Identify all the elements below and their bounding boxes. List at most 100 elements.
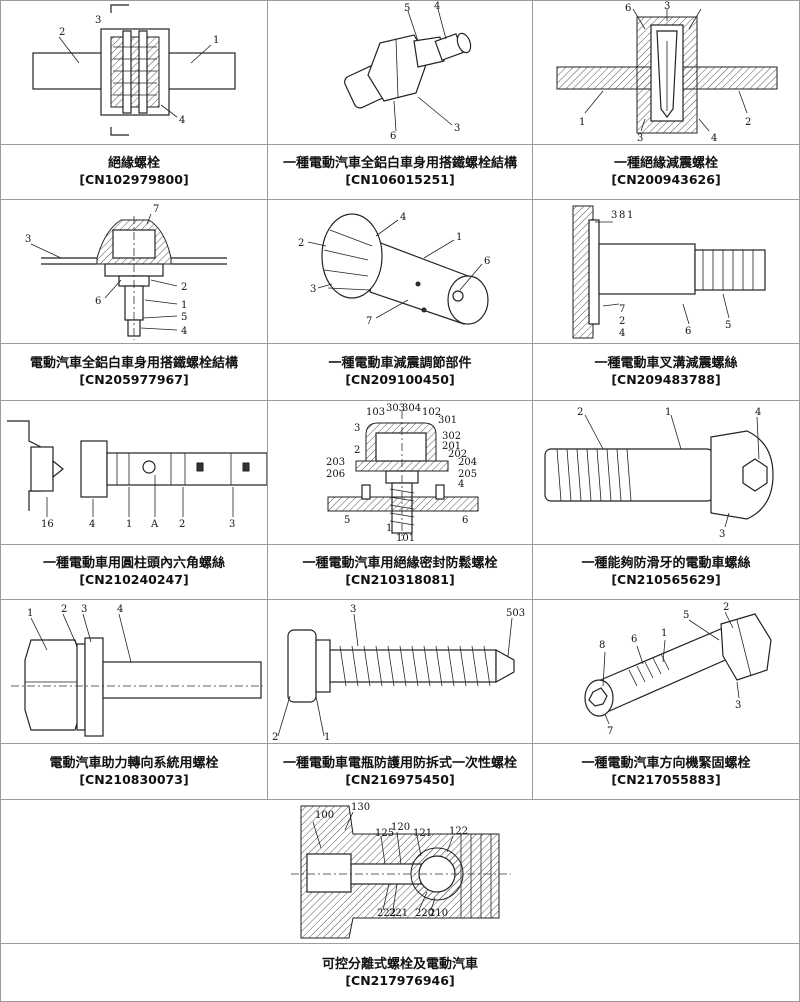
patent-card-10: 1 2 3 4 電動汽車助力轉向系統用螺栓 [CN210830073] (0, 599, 268, 800)
drawing-label: 122 (449, 826, 468, 837)
patent-card-4: 7 3 6 2 1 5 4 電動汽車全鋁白車身用搭鐵螺栓結構 [CN205977… (0, 199, 268, 401)
patent-caption-3: 一種絕緣減震螺栓 [CN200943626] (533, 144, 799, 199)
drawing-label: 206 (326, 469, 345, 480)
patent-drawing-12: 5 2 8 6 1 7 3 (533, 600, 799, 744)
drawing-label: 4 (179, 115, 185, 126)
drawing-label: 5 (181, 312, 187, 323)
drawing-label: 120 (391, 822, 410, 833)
drawing-label: 6 (625, 3, 631, 14)
patent-title: 可控分離式螺栓及電動汽車 (322, 956, 478, 973)
drawing-label: 8 (599, 640, 605, 651)
patent-caption-10: 電動汽車助力轉向系統用螺栓 [CN210830073] (1, 743, 267, 799)
drawing-label: 7 (619, 304, 625, 315)
patent-card-1: 2 1 4 3 絕緣螺栓 [CN102979800] (0, 0, 268, 200)
drawing-label: 6 (95, 296, 101, 307)
patent-drawing-4: 7 3 6 2 1 5 4 (1, 200, 267, 344)
drawing-label: 221 (389, 908, 408, 919)
patent-card-7: 16 4 1 A 2 3 一種電動車用圓柱頭內六角螺絲 [CN210240247… (0, 400, 268, 600)
patent-drawing-2: 5 4 3 6 (268, 1, 532, 145)
damping-adjustment-part-drawing: 2 4 1 6 3 7 (268, 200, 532, 343)
insulated-bolt-drawing: 2 1 4 3 (1, 1, 267, 144)
drawing-label: 8 (619, 210, 625, 221)
drawing-label: 4 (181, 326, 187, 337)
patent-card-9: 2 1 4 3 一種能夠防滑牙的電動車螺絲 [CN210565629] (532, 400, 800, 600)
drawing-label: 1 (324, 732, 330, 743)
drawing-label: 130 (351, 802, 370, 813)
patent-caption-12: 一種電動汽車方向機緊固螺栓 [CN217055883] (533, 743, 799, 799)
tamper-proof-bolt-drawing: 3 503 2 1 (268, 600, 532, 743)
drawing-label: 7 (153, 204, 159, 215)
patent-caption-9: 一種能夠防滑牙的電動車螺絲 [CN210565629] (533, 544, 799, 599)
patent-card-12: 5 2 8 6 1 7 3 一種電動汽車方向機緊固螺栓 [CN217055883… (532, 599, 800, 800)
drawing-label: 2 (298, 238, 304, 249)
drawing-label: 4 (711, 133, 717, 144)
insulated-damping-bolt-drawing: 3 6 1 3 4 2 (533, 1, 799, 144)
patent-number: [CN216975450] (345, 772, 454, 788)
drawing-label: 304 (402, 403, 421, 414)
anti-strip-screw-drawing: 2 1 4 3 (533, 401, 799, 544)
drawing-label: 3 (229, 519, 235, 530)
drawing-label: 7 (366, 316, 372, 327)
drawing-label: 1 (181, 300, 187, 311)
steering-gear-bolt-drawing: 5 2 8 6 1 7 3 (533, 600, 799, 743)
drawing-label: 301 (438, 415, 457, 426)
drawing-label: 1 (627, 210, 633, 221)
patent-number: [CN217055883] (611, 772, 720, 788)
patent-title: 一種電動汽車用絕緣密封防鬆螺栓 (302, 555, 497, 572)
patent-caption-11: 一種電動車電瓶防護用防拆式一次性螺栓 [CN216975450] (268, 743, 532, 799)
drawing-label: 1 (456, 232, 462, 243)
drawing-label: 2 (61, 604, 67, 615)
patent-caption-6: 一種電動車叉溝減震螺絲 [CN209483788] (533, 343, 799, 400)
drawing-label: 3 (454, 123, 460, 134)
patent-title: 一種電動汽車方向機緊固螺栓 (581, 755, 750, 772)
drawing-label: A (150, 519, 159, 530)
drawing-label: 7 (607, 726, 613, 737)
drawing-label: 16 (41, 519, 54, 530)
patent-number: [CN210240247] (79, 572, 188, 588)
drawing-label: 3 (81, 604, 87, 615)
patent-number: [CN209483788] (611, 372, 720, 388)
drawing-label: 2 (181, 282, 187, 293)
drawing-label: 1 (579, 117, 585, 128)
patent-title: 電動汽車全鋁白車身用搭鐵螺栓結構 (30, 355, 238, 372)
patent-drawing-3: 3 6 1 3 4 2 (533, 1, 799, 145)
socket-head-cap-screw-drawing: 16 4 1 A 2 3 (1, 401, 267, 544)
patent-title: 絕緣螺栓 (108, 155, 160, 172)
drawing-label: 3 (735, 700, 741, 711)
drawing-label: 4 (400, 212, 406, 223)
drawing-label: 503 (506, 608, 525, 619)
patent-card-8: 103 303 304 102 301 302 201 202 204 205 … (267, 400, 533, 600)
patent-drawing-7: 16 4 1 A 2 3 (1, 401, 267, 545)
patent-title: 一種絕緣減震螺栓 (614, 155, 718, 172)
patent-number: [CN209100450] (345, 372, 454, 388)
patent-number: [CN210830073] (79, 772, 188, 788)
drawing-label: 3 (637, 133, 643, 144)
drawing-label: 5 (683, 610, 689, 621)
patent-drawing-10: 1 2 3 4 (1, 600, 267, 744)
patent-card-6: 3 8 1 7 2 4 6 5 一種電動車叉溝減震螺絲 [CN209483788… (532, 199, 800, 401)
patent-title: 一種電動汽車全鋁白車身用搭鐵螺栓結構 (283, 155, 517, 172)
drawing-label: 2 (354, 445, 360, 456)
drawing-label: 6 (484, 256, 490, 267)
patent-number: [CN205977967] (79, 372, 188, 388)
drawing-label: 4 (89, 519, 95, 530)
patent-drawing-5: 2 4 1 6 3 7 (268, 200, 532, 344)
drawing-label: 6 (390, 131, 396, 142)
drawing-label: 1 (126, 519, 132, 530)
drawing-label: 4 (619, 328, 625, 339)
patent-drawing-6: 3 8 1 7 2 4 6 5 (533, 200, 799, 344)
patent-card-13: 100 130 125 120 121 122 222 221 220 210 … (0, 799, 800, 1002)
drawing-label: 5 (725, 320, 731, 331)
patent-number: [CN106015251] (345, 172, 454, 188)
drawing-label: 3 (664, 1, 670, 12)
patent-drawing-8: 103 303 304 102 301 302 201 202 204 205 … (268, 401, 532, 545)
drawing-label: 101 (396, 533, 415, 544)
drawing-label: 3 (25, 234, 31, 245)
patent-title: 一種電動車用圓柱頭內六角螺絲 (43, 555, 225, 572)
separable-bolt-drawing: 100 130 125 120 121 122 222 221 220 210 (1, 800, 799, 943)
drawing-label: 6 (631, 634, 637, 645)
drawing-label: 204 (458, 457, 477, 468)
drawing-label: 6 (462, 515, 468, 526)
patent-number: [CN210318081] (345, 572, 454, 588)
